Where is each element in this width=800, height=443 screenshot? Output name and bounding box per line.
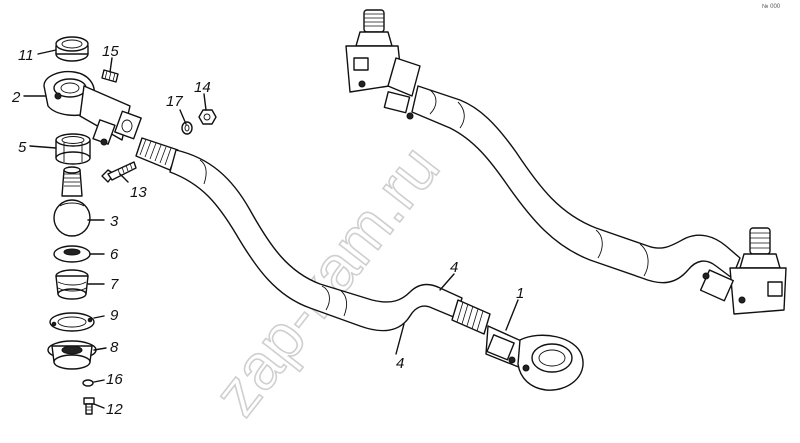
callout-1: 1 [516,285,524,302]
callout-5: 5 [18,139,27,156]
part-5-liner [55,133,91,165]
part-13-bolt [101,161,137,183]
callout-6: 6 [110,246,119,263]
part-11-cap [55,36,89,62]
callout-15: 15 [102,43,119,60]
tie-rod-end-upper-left [345,9,403,93]
part-14-nut [198,109,217,125]
front-tie-rod [135,137,584,391]
part-2-tie-rod-end [43,70,142,146]
callout-14: 14 [194,79,211,96]
callout-12: 12 [106,401,123,418]
callout-7: 7 [110,276,119,293]
right-thread [456,301,484,332]
part-16-washer [82,379,94,387]
callout-13: 13 [130,184,147,201]
callout-labels: 11 15 2 17 14 5 13 3 6 7 9 8 16 12 4 4 1 [11,43,524,418]
watermark-text: zap-kam.ru [199,132,453,429]
callout-16: 16 [106,371,123,388]
callout-3: 3 [110,213,119,230]
callout-9: 9 [110,307,119,324]
rear-tie-rod [345,9,787,315]
part-17-washer [181,121,193,135]
callout-2: 2 [11,89,21,106]
part-9-gasket [49,312,95,332]
callout-17: 17 [166,93,183,110]
tie-rod-end-right [485,325,584,391]
leader-lines [23,49,519,409]
part-6-ring [53,245,91,263]
callout-8: 8 [110,339,119,356]
part-12-bolt [83,397,95,415]
left-thread [139,138,172,166]
watermark: zap-kam.ru [198,131,453,429]
part-7-spring [55,269,89,300]
callout-11: 11 [18,47,34,64]
exploded-parts [43,36,217,415]
callout-4-lower: 4 [396,355,404,372]
part-8-cover [47,340,97,370]
corner-stamp: № 000 [762,3,781,10]
part-15-plug [101,69,119,83]
part-3-ball-pin [53,166,91,237]
callout-4-upper: 4 [450,259,458,276]
tie-rod-end-upper-right [699,227,787,315]
